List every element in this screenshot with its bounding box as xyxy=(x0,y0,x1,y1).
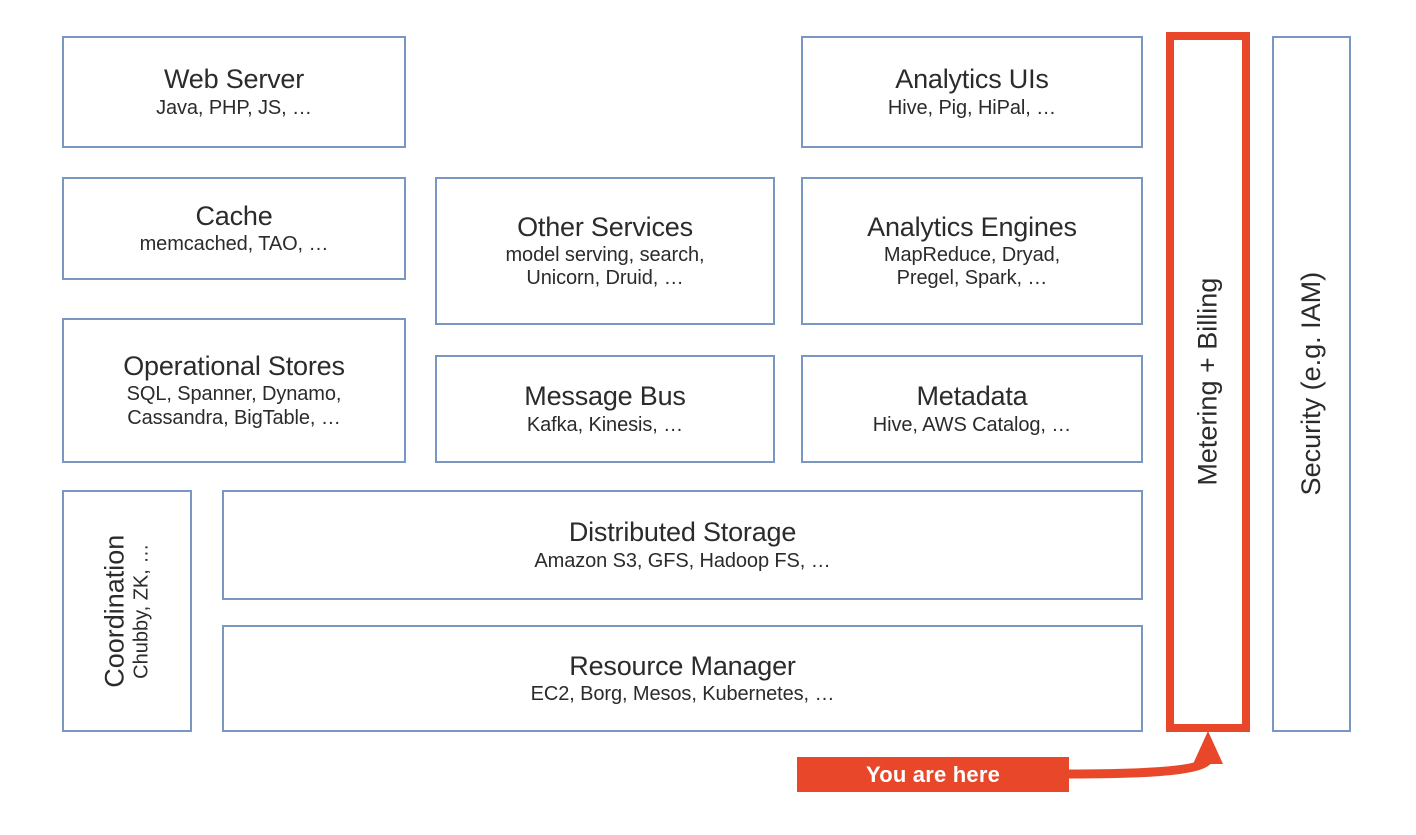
box-coordination-text: Coordination Chubby, ZK, … xyxy=(100,534,155,687)
box-other-services[interactable]: Other Services model serving, search, Un… xyxy=(435,177,775,325)
box-analytics-uis-sub-line1: Hive, Pig, HiPal, … xyxy=(887,96,1057,119)
box-web-server-sub-line1: Java, PHP, JS, … xyxy=(156,96,312,119)
box-cache-title: Cache xyxy=(195,200,273,231)
box-message-bus-sub-line1: Kafka, Kinesis, … xyxy=(526,413,684,436)
box-analytics-uis-subtitle: Hive, Pig, HiPal, … xyxy=(888,97,1056,120)
box-distributed-storage[interactable]: Distributed Storage Amazon S3, GFS, Hado… xyxy=(222,490,1143,600)
box-analytics-uis[interactable]: Analytics UIs Hive, Pig, HiPal, … xyxy=(801,36,1143,148)
box-operational-stores-title: Operational Stores xyxy=(123,351,345,382)
box-metering-billing[interactable]: Metering + Billing xyxy=(1166,32,1250,732)
box-other-services-sub-line1: model serving, search, xyxy=(505,243,705,266)
box-metadata-title: Metadata xyxy=(916,381,1028,412)
box-other-services-subtitle: model serving, search, Unicorn, Druid, … xyxy=(505,244,704,290)
box-analytics-engines-subtitle: MapReduce, Dryad, Pregel, Spark, … xyxy=(884,244,1060,290)
box-coordination-title: Coordination xyxy=(99,534,130,688)
box-security-text: Security (e.g. IAM) xyxy=(1296,272,1327,496)
box-web-server-subtitle: Java, PHP, JS, … xyxy=(156,97,312,120)
box-message-bus[interactable]: Message Bus Kafka, Kinesis, … xyxy=(435,355,775,463)
box-cache-sub-line1: memcached, TAO, … xyxy=(139,233,329,256)
box-distributed-storage-subtitle: Amazon S3, GFS, Hadoop FS, … xyxy=(534,550,830,573)
you-are-here-label: You are here xyxy=(865,761,1001,787)
box-operational-stores[interactable]: Operational Stores SQL, Spanner, Dynamo,… xyxy=(62,318,406,463)
box-metadata[interactable]: Metadata Hive, AWS Catalog, … xyxy=(801,355,1143,463)
box-coordination-subtitle: Chubby, ZK, … xyxy=(131,543,154,679)
box-analytics-uis-title: Analytics UIs xyxy=(895,64,1049,95)
box-operational-stores-sub-line2: Cassandra, BigTable, … xyxy=(127,406,341,429)
you-are-here-callout[interactable]: You are here xyxy=(797,757,1069,792)
box-distributed-storage-title: Distributed Storage xyxy=(568,517,797,548)
box-metering-billing-text: Metering + Billing xyxy=(1192,278,1223,486)
box-operational-stores-sub-line1: SQL, Spanner, Dynamo, xyxy=(126,383,342,406)
box-resource-manager-sub-line1: EC2, Borg, Mesos, Kubernetes, … xyxy=(530,683,835,706)
box-other-services-title: Other Services xyxy=(517,211,693,242)
box-resource-manager-subtitle: EC2, Borg, Mesos, Kubernetes, … xyxy=(531,683,835,706)
box-web-server-title: Web Server xyxy=(163,64,305,95)
box-distributed-storage-sub-line1: Amazon S3, GFS, Hadoop FS, … xyxy=(534,549,831,572)
box-metadata-subtitle: Hive, AWS Catalog, … xyxy=(872,413,1072,437)
box-operational-stores-subtitle: SQL, Spanner, Dynamo, Cassandra, BigTabl… xyxy=(127,383,342,429)
box-analytics-engines[interactable]: Analytics Engines MapReduce, Dryad, Preg… xyxy=(801,177,1143,325)
box-analytics-engines-title: Analytics Engines xyxy=(867,211,1077,242)
box-resource-manager[interactable]: Resource Manager EC2, Borg, Mesos, Kuber… xyxy=(222,625,1143,732)
box-coordination[interactable]: Coordination Chubby, ZK, … xyxy=(62,490,192,732)
box-analytics-engines-sub-line1: MapReduce, Dryad, xyxy=(883,243,1061,266)
box-security-title: Security (e.g. IAM) xyxy=(1295,272,1326,496)
box-message-bus-title: Message Bus xyxy=(524,381,686,412)
box-resource-manager-title: Resource Manager xyxy=(569,650,796,681)
box-message-bus-subtitle: Kafka, Kinesis, … xyxy=(527,414,683,437)
box-metering-billing-title: Metering + Billing xyxy=(1192,278,1223,486)
box-web-server[interactable]: Web Server Java, PHP, JS, … xyxy=(62,36,406,148)
box-metadata-sub-line1: Hive, AWS Catalog, … xyxy=(872,413,1072,436)
box-cache-subtitle: memcached, TAO, … xyxy=(140,233,329,256)
box-security[interactable]: Security (e.g. IAM) xyxy=(1272,36,1351,732)
box-cache[interactable]: Cache memcached, TAO, … xyxy=(62,177,406,280)
box-other-services-sub-line2: Unicorn, Druid, … xyxy=(526,267,684,290)
box-analytics-engines-sub-line2: Pregel, Spark, … xyxy=(896,267,1048,290)
